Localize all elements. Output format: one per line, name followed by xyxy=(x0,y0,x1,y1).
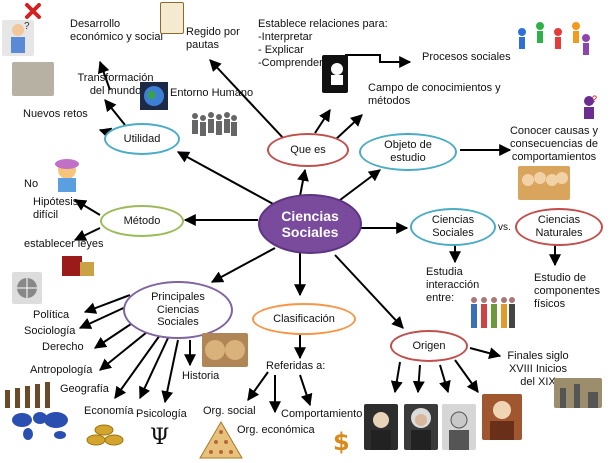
label-politica: Política xyxy=(33,309,70,321)
globe-shapes-image xyxy=(12,272,42,304)
evolution-image xyxy=(2,380,52,410)
portrait-3 xyxy=(442,404,476,450)
label-finales-siglo: Finales siglo XVIII Inicios del XIX xyxy=(507,350,569,388)
central-node-ciencias-sociales: Ciencias Sociales xyxy=(258,194,362,254)
books-icon xyxy=(62,252,96,278)
label-sociologia: Sociología xyxy=(24,325,76,337)
label-no: No xyxy=(24,178,39,190)
svg-text:$: $ xyxy=(333,428,350,456)
node-principales-ciencias-sociales: Principales Ciencias Sociales xyxy=(123,281,233,339)
label-comportamiento: Comportamiento xyxy=(281,408,363,420)
label-psicologia: Psicología xyxy=(136,408,187,420)
label-campo-de-conocimientos: Campo de conocimientos y métodos xyxy=(368,82,501,107)
node-clasificacion: Clasificación xyxy=(252,303,356,335)
label-antropologia: Antropología xyxy=(30,364,93,376)
node-ciencias-sociales-secondary: Ciencias Sociales xyxy=(410,208,496,246)
label-org-social: Org. social xyxy=(203,405,256,417)
label-procesos-sociales: Procesos sociales xyxy=(422,51,511,63)
world-map-icon xyxy=(10,408,72,442)
label-historia: Historia xyxy=(182,370,220,382)
label-conocer-causas: Conocer causas y consecuencias de compor… xyxy=(509,125,599,163)
label-entorno-humano: Entorno Humano xyxy=(170,87,254,99)
label-vs: vs. xyxy=(498,222,511,233)
scientist-cartoon-image xyxy=(48,158,86,194)
antique-map-image xyxy=(202,333,248,367)
label-establece-relaciones: Establece relaciones para: -Interpretar … xyxy=(258,18,388,69)
node-metodo: Método xyxy=(100,205,184,237)
label-transformacion: Transformación del mundo xyxy=(77,72,154,97)
label-establecer-leyes: establecer leyes xyxy=(24,238,104,250)
label-desarrollo: Desarrollo económico y social xyxy=(70,18,163,43)
dollar-icon: $ xyxy=(330,428,352,456)
people-network-icon xyxy=(514,18,592,58)
label-org-economica: Org. económica xyxy=(237,424,315,436)
chess-pieces-icon xyxy=(322,55,348,93)
industrial-scene-image xyxy=(554,378,602,408)
coins-icon xyxy=(86,418,126,448)
label-derecho: Derecho xyxy=(42,341,84,353)
node-utilidad: Utilidad xyxy=(104,123,180,155)
portrait-4 xyxy=(482,394,522,440)
psi-symbol: Ψ xyxy=(150,425,170,450)
label-regido-por-pautas: Regido por pautas xyxy=(186,26,240,51)
node-que-es: Que es xyxy=(267,133,349,167)
label-economia: Economía xyxy=(84,405,134,417)
label-geografia: Geografía xyxy=(60,383,109,395)
scroll-icon xyxy=(160,2,184,34)
label-nuevos-retos: Nuevos retos xyxy=(23,108,88,120)
svg-text:?: ? xyxy=(592,94,597,104)
node-origen: Origen xyxy=(390,330,468,362)
globe-icon xyxy=(140,82,168,110)
label-estudia-interaccion: Estudia interacción entre: xyxy=(426,266,480,304)
friends-group-photo xyxy=(518,166,570,200)
pyramid-icon xyxy=(198,420,244,460)
svg-text:?: ? xyxy=(24,21,30,32)
workers-photo xyxy=(12,62,54,96)
crowd-icon xyxy=(190,108,238,138)
portrait-2 xyxy=(404,404,438,450)
label-referidas: Referidas a: xyxy=(266,360,326,372)
label-hipotesis-dificil: Hipótesis difícil xyxy=(33,196,79,221)
label-estudio-componentes: Estudio de componentes físicos xyxy=(534,272,601,310)
students-group-image xyxy=(468,294,516,332)
portrait-1 xyxy=(364,404,398,450)
confused-person-image: ? xyxy=(2,20,34,56)
node-ciencias-naturales: Ciencias Naturales xyxy=(515,208,603,246)
node-objeto-de-estudio: Objeto de estudio xyxy=(359,133,457,171)
question-person-icon: ? xyxy=(578,94,600,120)
close-icon xyxy=(24,2,42,20)
